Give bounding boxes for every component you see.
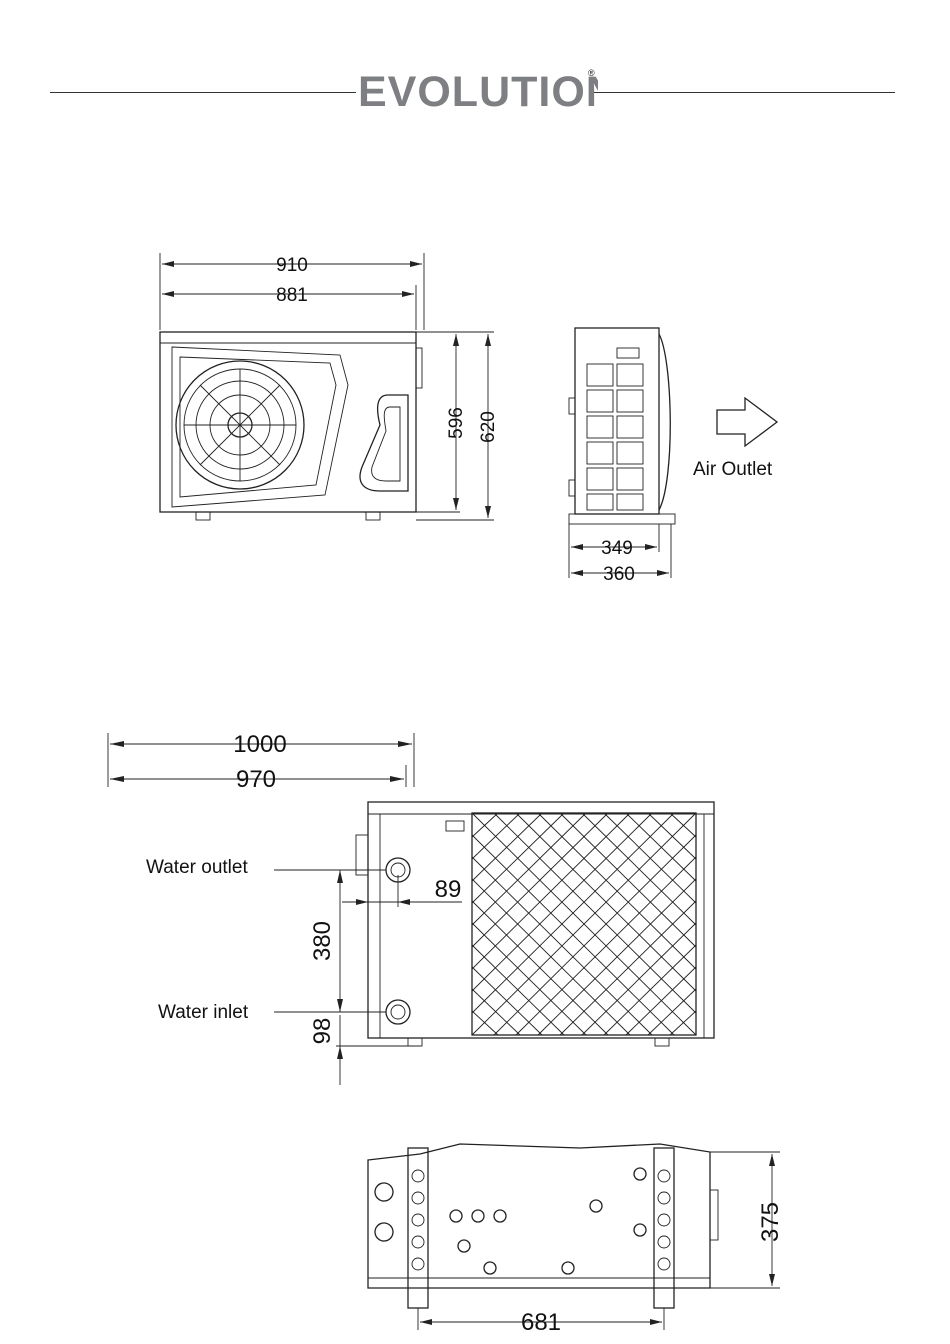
- water-outlet-label: Water outlet: [146, 857, 248, 878]
- registered-mark: ®: [588, 68, 595, 78]
- side-view-drawing: 349 360 Air Outlet: [555, 320, 795, 590]
- brand-logo: EVOLUTION ®: [358, 66, 598, 112]
- dim-rear-pipe-offset: 89: [435, 876, 462, 903]
- rear-view-drawing: 1000 970 Water outlet Water inlet 89 380…: [100, 725, 740, 1085]
- dim-rear-inlet-height: 98: [309, 1018, 336, 1045]
- dim-bottom-foot-spacing: 681: [521, 1309, 561, 1336]
- air-outlet-label: Air Outlet: [693, 459, 773, 480]
- brand-logo-text: EVOLUTION: [358, 68, 598, 112]
- dim-front-width-inner: 881: [276, 285, 308, 306]
- dim-front-width-outer: 910: [276, 255, 308, 276]
- dim-rear-pipe-spacing: 380: [309, 921, 336, 961]
- rear-mesh-grill: [472, 813, 696, 1035]
- dim-front-height-total: 620: [478, 411, 499, 443]
- dim-side-depth-body: 349: [601, 538, 633, 559]
- left-mounting-bracket: [408, 1148, 428, 1308]
- dim-rear-width-outer: 1000: [233, 731, 286, 758]
- dim-bottom-foot-depth: 375: [757, 1202, 784, 1242]
- right-mounting-bracket: [654, 1148, 674, 1308]
- water-inlet-pipe-icon: [386, 1000, 410, 1024]
- dim-front-height-body: 596: [446, 407, 467, 439]
- water-inlet-label: Water inlet: [158, 1002, 249, 1023]
- dim-side-depth-total: 360: [603, 564, 635, 585]
- header-rule-left: [50, 92, 356, 93]
- header-rule-right: [592, 92, 895, 93]
- dim-rear-width-inner: 970: [236, 766, 276, 793]
- bottom-view-drawing: 681 375: [360, 1140, 790, 1340]
- front-view-drawing: 910 881 596 620: [150, 245, 510, 545]
- side-grill: [587, 364, 643, 510]
- air-outlet-arrow-icon: [717, 398, 777, 446]
